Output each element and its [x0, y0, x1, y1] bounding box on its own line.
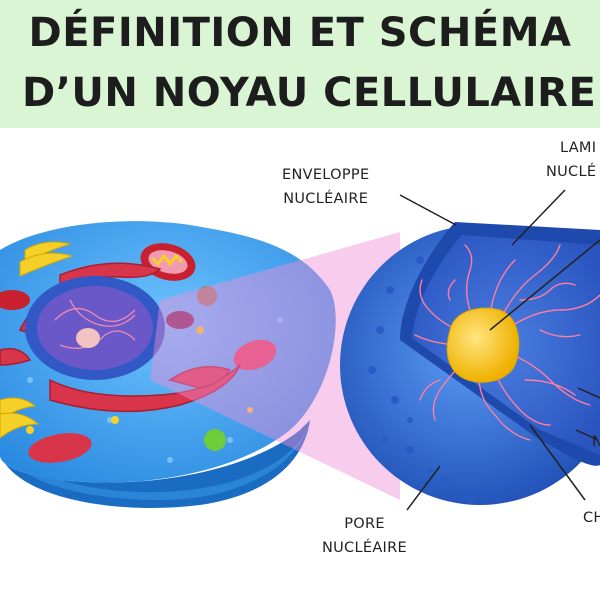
pointer-envelope: [399, 194, 457, 226]
label-nuclear-pore: PORE NUCLÉAIRE: [322, 516, 407, 556]
pointer-right: [577, 387, 600, 399]
label-chromatin: CH: [583, 510, 600, 526]
pointer-lamina: [511, 189, 566, 246]
zoom-highlight: [150, 232, 400, 500]
page-title-line-2: D’UN NOYAU CELLULAIRE: [22, 70, 597, 116]
label-nuclear-lamina: LAMI NUCLÉ: [546, 140, 597, 180]
pointer-pore: [406, 465, 441, 511]
label-right-partial: N: [592, 434, 600, 450]
title-banner: [0, 0, 600, 128]
nucleolus: [446, 307, 520, 383]
golgi-apparatus: [0, 241, 74, 440]
pointer-chromatin: [529, 424, 586, 501]
vesicle-green: [204, 429, 226, 451]
pointer-nucleolus: [489, 239, 600, 331]
zoomed-nucleus: [340, 222, 600, 505]
label-nuclear-envelope: ENVELOPPE NUCLÉAIRE: [282, 167, 370, 207]
page-title-line-1: DÉFINITION ET SCHÉMA: [28, 10, 572, 56]
pointer-right-2: [575, 429, 599, 441]
